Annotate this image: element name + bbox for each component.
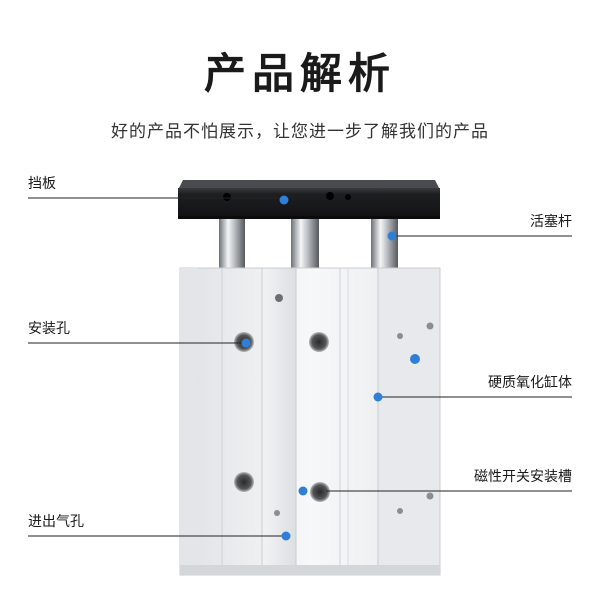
dot-anodized-cylinder	[373, 392, 383, 402]
mounting-hole-upper-right	[309, 332, 329, 352]
dot-body	[410, 354, 420, 364]
callout-baffle: 挡板	[28, 176, 56, 192]
callout-piston-rod: 活塞杆	[530, 214, 572, 230]
baffle-plate-top-face	[178, 180, 440, 190]
callout-mounting-hole: 安装孔	[28, 321, 70, 337]
callout-anodized-cylinder: 硬质氧化缸体	[488, 375, 572, 391]
dot-air-port	[281, 531, 291, 541]
dot-magnetic-switch-slot	[298, 486, 308, 496]
page-subtitle: 好的产品不怕展示，让您进一步了解我们的产品	[111, 122, 489, 142]
dot-mounting-hole	[241, 338, 251, 348]
callout-magnetic-switch-slot: 磁性开关安装槽	[474, 469, 572, 485]
baffle-plate	[178, 188, 440, 218]
callout-air-port: 进出气孔	[28, 514, 84, 530]
mounting-hole-lower-left	[234, 472, 254, 492]
dot-piston-rod	[387, 231, 397, 241]
page-title: 产品解析	[203, 49, 396, 98]
mounting-hole-lower-right	[310, 482, 330, 502]
dot-baffle	[279, 195, 289, 205]
